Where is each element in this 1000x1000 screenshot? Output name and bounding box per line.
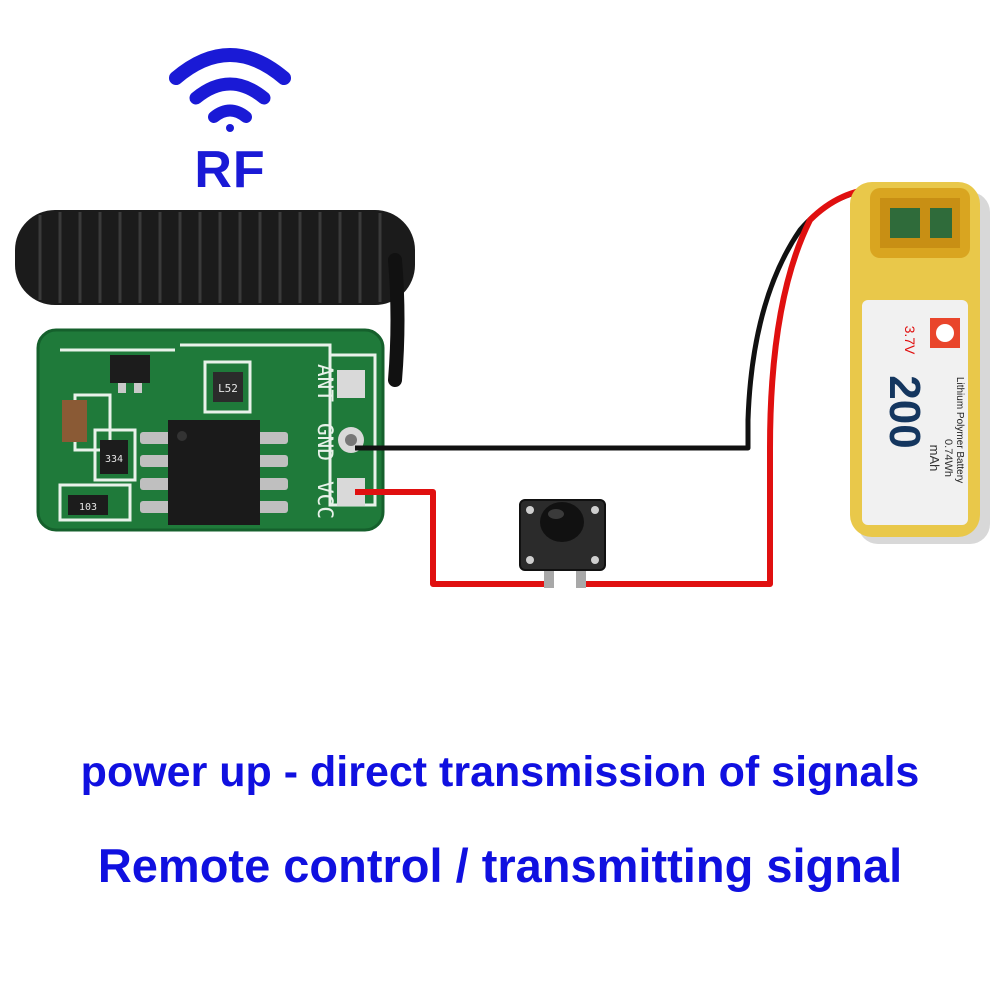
pin-label-gnd: GND: [313, 423, 337, 461]
battery-capacity-unit: mAh: [927, 445, 942, 472]
pin-label-vcc: VCC: [313, 481, 337, 519]
vcc-wire-red-battery: [582, 185, 881, 587]
ic-chip: [140, 420, 288, 525]
battery-energy: 0.74Wh: [942, 439, 954, 477]
resistor-334: [100, 440, 128, 474]
lipo-battery: 3.7V 200 mAh 0.74Wh Lithium Polymer Batt…: [850, 182, 990, 544]
rf-transmitter-module: L52 334 103: [36, 328, 385, 532]
pin-label-ant: ANT: [313, 364, 337, 402]
resistor-334-code: 334: [105, 454, 123, 465]
vcc-wire-red: [355, 489, 548, 587]
rf-label: RF: [194, 141, 266, 199]
battery-logo: [930, 318, 960, 348]
capacitor: [62, 400, 87, 442]
caption-line-1: power up - direct transmission of signal…: [80, 748, 920, 796]
gnd-wire-black: [355, 187, 871, 451]
inductor: [213, 372, 243, 402]
wifi-signal-icon: [169, 48, 291, 132]
caption-line-2: Remote control / transmitting signal: [97, 839, 903, 892]
transistor: [110, 355, 150, 393]
battery-chemistry: Lithium Polymer Battery: [954, 377, 965, 483]
ant-pad: [337, 370, 365, 398]
resistor-103-code: 103: [79, 502, 97, 513]
battery-capacity: 200: [880, 375, 929, 448]
push-button-switch: [519, 499, 606, 588]
resistor-103: [68, 495, 108, 515]
battery-voltage: 3.7V: [902, 326, 918, 355]
coiled-antenna: [15, 210, 415, 387]
inductor-code: L52: [218, 382, 238, 395]
